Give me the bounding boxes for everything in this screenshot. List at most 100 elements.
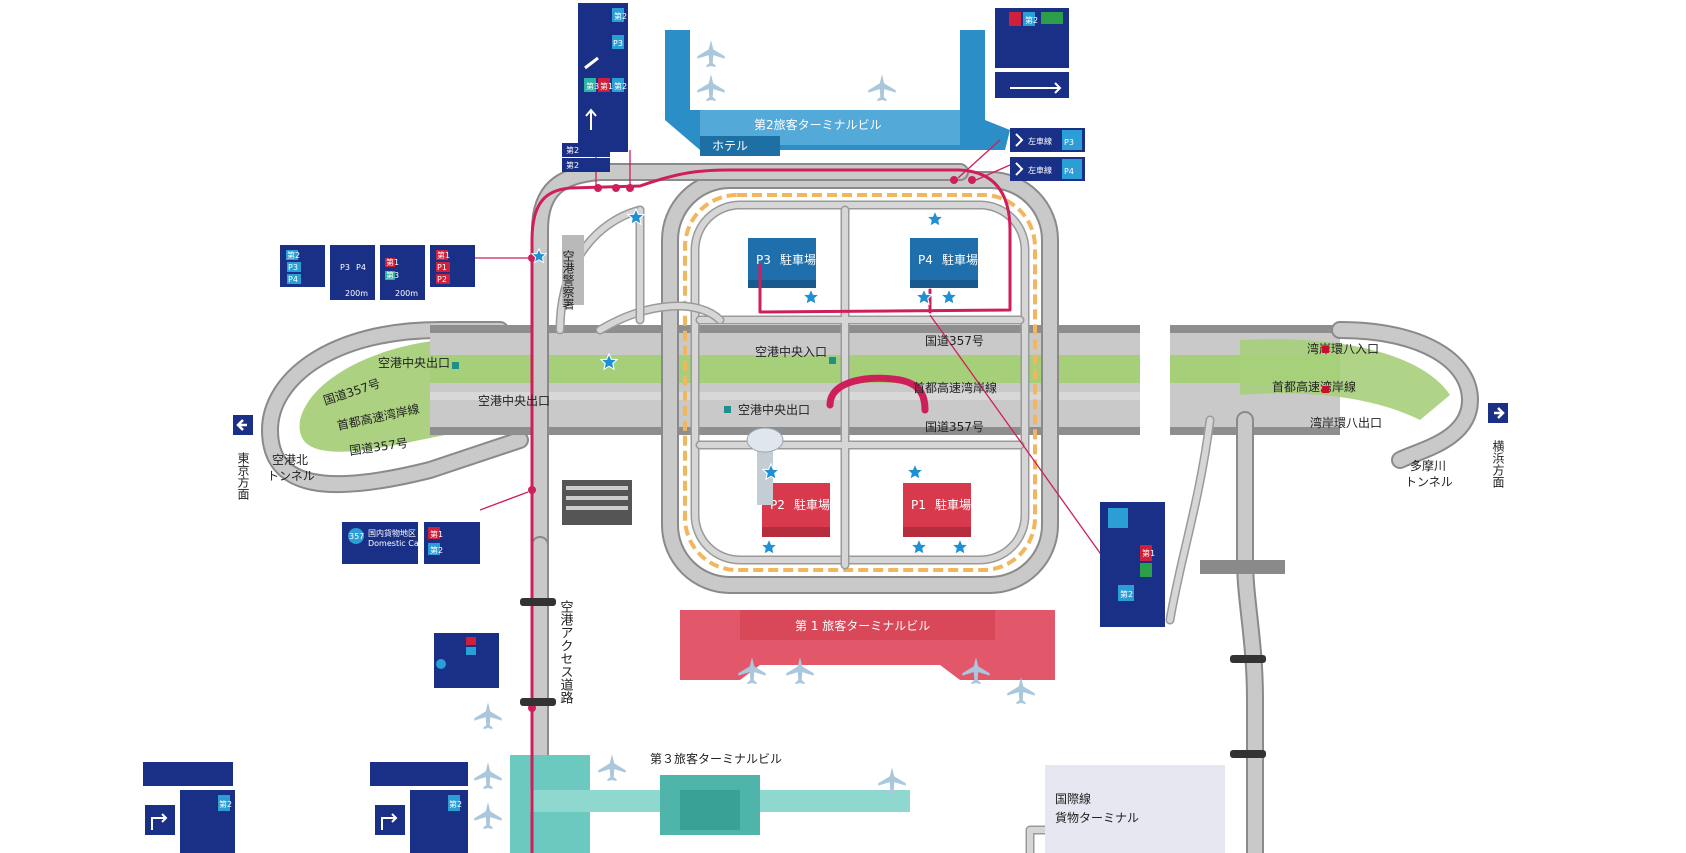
svg-text:第1: 第1 [430, 529, 443, 539]
airport-central-exit-west2: 空港中央出口 [478, 393, 550, 408]
airplane-icon [474, 802, 502, 830]
parking-p4-num: P4 [918, 253, 933, 267]
star-marker [940, 288, 958, 305]
star-marker [910, 538, 928, 555]
tokyo-direction-label: 東京方面 [236, 452, 250, 500]
airplane-icon [598, 754, 626, 782]
airplane-icon [474, 702, 502, 730]
airplane-icon [1007, 677, 1035, 705]
guidance-route [528, 168, 1012, 853]
svg-text:P3: P3 [340, 263, 350, 272]
parking-p4-suffix: 駐車場 [942, 252, 978, 267]
terminal-2-label: 第2旅客ターミナルビル [754, 117, 882, 132]
cargo-label-line2: 貨物ターミナル [1055, 810, 1139, 825]
svg-text:P3: P3 [613, 39, 623, 48]
wangan-kan8-exit: 湾岸環八出口 [1310, 415, 1382, 430]
sign-t2-bottom-left: 第2 [143, 762, 235, 853]
star-marker [802, 288, 820, 305]
airplane-icon [868, 74, 896, 102]
star-marker [760, 538, 778, 555]
svg-text:第3: 第3 [386, 270, 399, 280]
terminal-2-building: ホテル 第2旅客ターミナルビル [665, 30, 1010, 156]
police-building: 空港警察署 [561, 235, 584, 311]
sign-small-t2: 第2 第2 [562, 143, 610, 172]
svg-text:P4: P4 [356, 263, 366, 272]
star-marker [906, 463, 924, 480]
direction-yokohama: 横浜方面 [1488, 403, 1508, 488]
terminal-1-building: 第 1 旅客ターミナルビル [680, 610, 1055, 680]
svg-text:第1: 第1 [386, 257, 399, 267]
airplane-icon [474, 762, 502, 790]
star-marker [926, 210, 944, 227]
terminal-1-label: 第 1 旅客ターミナルビル [795, 618, 930, 633]
access-road-label: 空港アクセス道路 [558, 600, 574, 704]
parking-p3-suffix: 駐車場 [780, 252, 816, 267]
svg-text:第2: 第2 [449, 799, 462, 809]
svg-text:左車線: 左車線 [1028, 136, 1052, 146]
svg-text:Domestic Cargo Area: Domestic Cargo Area [368, 539, 453, 548]
direction-tokyo: 東京方面 [233, 415, 253, 500]
svg-text:国内貨物地区: 国内貨物地区 [368, 528, 416, 538]
sign-t2-right: 第2 [995, 8, 1069, 98]
yokohama-direction-label: 横浜方面 [1491, 440, 1505, 488]
sign-357-cargo: 357 国内貨物地区 Domestic Cargo Area 第1 第2 [342, 522, 480, 564]
svg-text:P3: P3 [288, 263, 298, 272]
parking-p1-suffix: 駐車場 [935, 497, 971, 512]
svg-text:第2: 第2 [287, 250, 300, 260]
airport-central-exit-center: 空港中央出口 [738, 402, 810, 417]
sign-row-west: 第2 P3 P4 P3 P4 200m 第1 第3 200m 第1 P1 P2 [280, 245, 475, 300]
tunnel-tama-line1: 多摩川 [1410, 458, 1446, 473]
svg-text:P2: P2 [437, 275, 447, 284]
sign-left-lane-p4: 左車線 P4 [1010, 157, 1085, 181]
svg-text:第2: 第2 [614, 81, 627, 91]
tunnel-north-line1: 空港北 [272, 453, 308, 467]
tunnel-north-line2: トンネル [267, 469, 315, 483]
police-label: 空港警察署 [561, 250, 575, 311]
sign-p3: P3 [1064, 138, 1074, 147]
control-tower [746, 427, 784, 505]
sign-p4: P4 [1064, 167, 1074, 176]
svg-text:第2: 第2 [219, 799, 232, 809]
terminal-3-building: 第３旅客ターミナルビル [510, 751, 910, 853]
sign-left-lane-p3: 左車線 P3 [1010, 128, 1085, 152]
parking-p1-num: P1 [911, 498, 926, 512]
svg-text:第2: 第2 [1120, 589, 1133, 599]
shuto-bayshore-east: 首都高速湾岸線 [1272, 379, 1356, 394]
svg-text:第2: 第2 [614, 11, 627, 21]
svg-text:第1: 第1 [1142, 548, 1155, 558]
svg-text:第1: 第1 [600, 81, 613, 91]
cargo-terminal-area: 国際線 貨物ターミナル [1045, 765, 1225, 853]
tunnel-tama-line2: トンネル [1405, 475, 1453, 489]
wangan-kan8-entrance: 湾岸環八入口 [1307, 341, 1379, 356]
cargo-label-line1: 国際線 [1055, 791, 1091, 806]
sign-t2-bottom-mid: 第2 [370, 762, 468, 853]
sign-p1-right: 第1 第2 [1100, 502, 1165, 627]
shuto-bayshore-center: 首都高速湾岸線 [913, 380, 997, 395]
svg-text:左車線: 左車線 [1028, 165, 1052, 175]
sign-t2-top: 第2 P3 [578, 3, 628, 83]
parking-p2-suffix: 駐車場 [794, 497, 830, 512]
svg-text:第3: 第3 [586, 81, 599, 91]
svg-text:第1: 第1 [437, 250, 450, 260]
svg-text:P4: P4 [288, 275, 298, 284]
svg-text:P1: P1 [437, 263, 447, 272]
parking-p1: P1 駐車場 [903, 483, 971, 537]
parking-p2-num: P2 [770, 498, 785, 512]
svg-text:第2: 第2 [1025, 15, 1038, 25]
airport-central-exit-west: 空港中央出口 [378, 355, 450, 370]
svg-text:第2: 第2 [566, 145, 579, 155]
airplane-icon [697, 74, 725, 102]
parking-p2: P2 駐車場 [762, 483, 830, 537]
airport-central-entrance: 空港中央入口 [755, 344, 827, 359]
route357-north: 国道357号 [925, 334, 984, 348]
hotel-label: ホテル [712, 139, 748, 153]
parking-p3-num: P3 [756, 253, 771, 267]
svg-text:200m: 200m [345, 289, 368, 298]
road-network [261, 163, 1479, 853]
svg-text:357: 357 [349, 532, 364, 541]
sign-357-cargo-south [434, 633, 499, 688]
parking-p3: P3 駐車場 [748, 238, 816, 288]
svg-text:第2: 第2 [566, 160, 579, 170]
overpass-markers [520, 598, 1266, 758]
